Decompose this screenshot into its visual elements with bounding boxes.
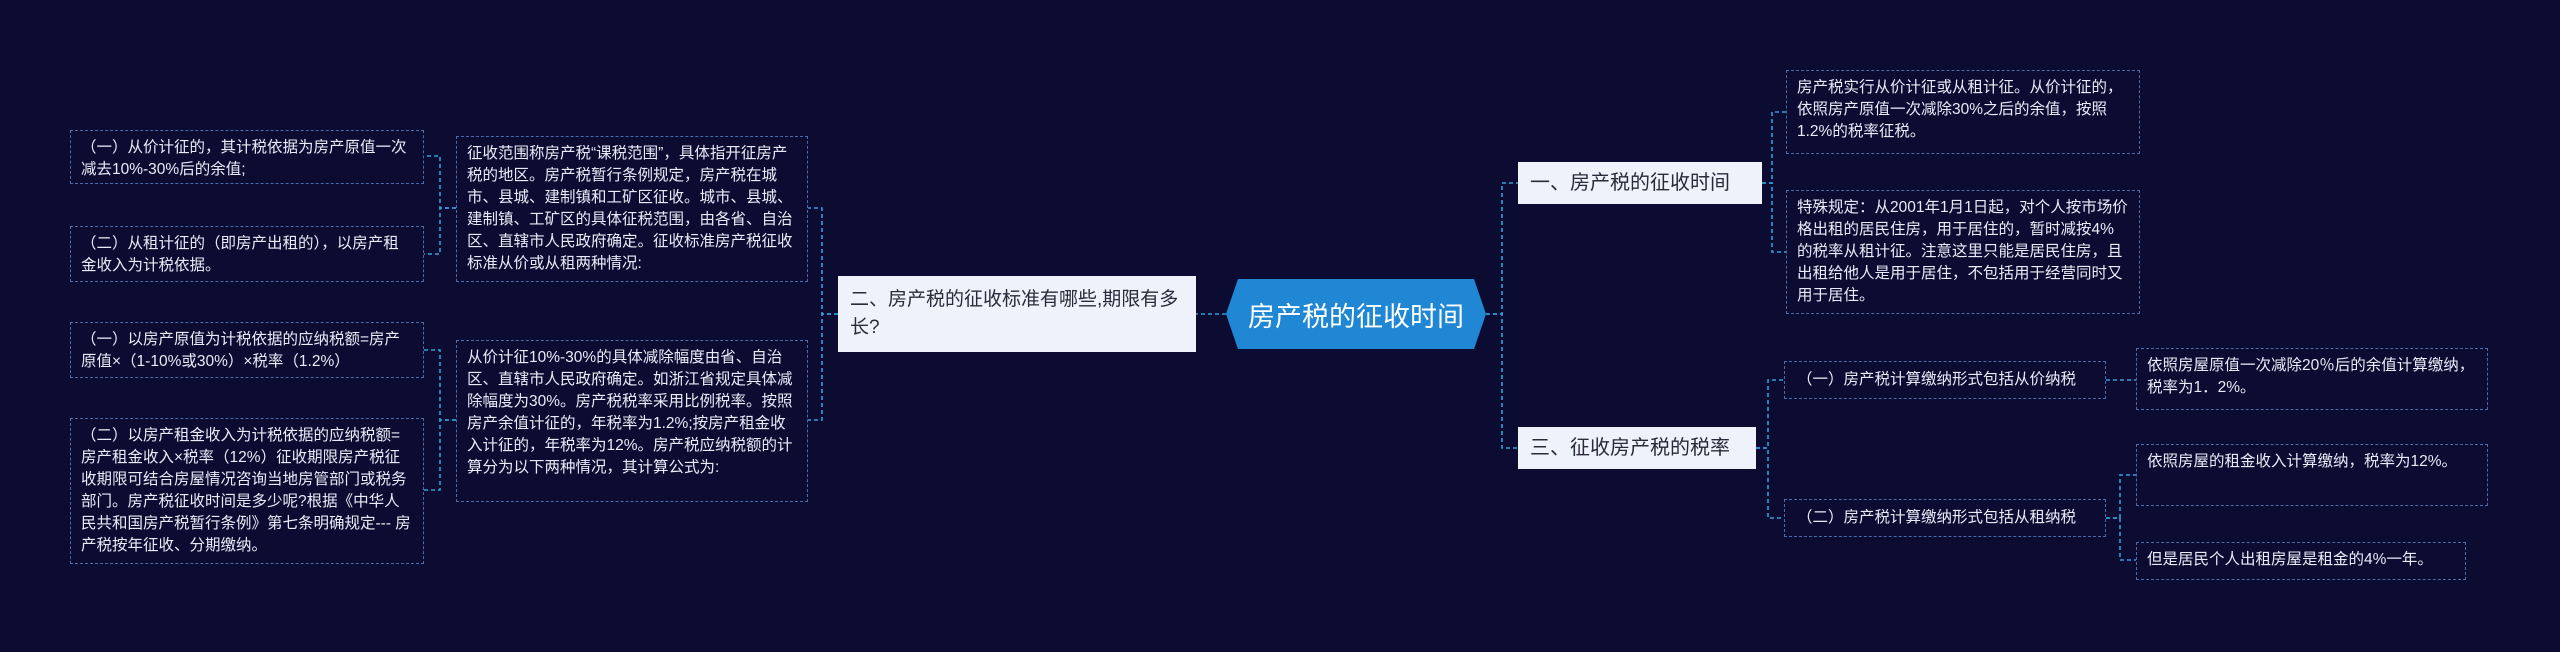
link-mid1-outer1 <box>424 155 456 209</box>
leaf-individual-rent-text: 但是居民个人出租房屋是租金的4%一年。 <box>2147 551 2433 568</box>
root-topic[interactable]: 房产税的征收时间 <box>1226 279 1486 349</box>
outer-node-value-formula-text: （一）以房产原值为计税依据的应纳税额=房产原值×（1-10%或30%）×税率（1… <box>81 331 401 370</box>
leaf-valuation-method-text: 房产税实行从价计征或从租计征。从价计征的，依照房产原值一次减除30%之后的余值，… <box>1797 79 2123 140</box>
leaf-rent-rate[interactable]: 依照房屋的租金收入计算缴纳，税率为12%。 <box>2136 444 2488 506</box>
leaf-rent-rate-text: 依照房屋的租金收入计算缴纳，税率为12%。 <box>2147 453 2458 470</box>
outer-node-ad-valorem-text: （一）从价计征的，其计税依据为房产原值一次减去10%-30%后的余值; <box>81 139 407 178</box>
outer-node-rent-basis-text: （二）从租计征的（即房产出租的），以房产租金收入为计税依据。 <box>81 235 399 274</box>
branch-collection-time[interactable]: 一、房产税的征收时间 <box>1518 162 1762 204</box>
sub-node-rent[interactable]: （二）房产税计算缴纳形式包括从租纳税 <box>1784 499 2106 537</box>
mid-node-rate-text: 从价计征10%-30%的具体减除幅度由省、自治区、直辖市人民政府确定。如浙江省规… <box>467 349 793 476</box>
link-left-mid2 <box>808 313 838 421</box>
link-root-branch2 <box>1486 313 1518 449</box>
sub-node-ad-valorem-text: （一）房产税计算缴纳形式包括从价纳税 <box>1797 371 2077 388</box>
outer-node-value-formula[interactable]: （一）以房产原值为计税依据的应纳税额=房产原值×（1-10%或30%）×税率（1… <box>70 322 424 378</box>
link-mid1-outer2 <box>424 207 456 255</box>
link-mid2-outer4 <box>424 419 456 491</box>
leaf-special-provision[interactable]: 特殊规定：从2001年1月1日起，对个人按市场价格出租的居民住房，用于居住的，暂… <box>1786 190 2140 314</box>
mid-node-scope-text: 征收范围称房产税“课税范围”，具体指开征房产税的地区。房产税暂行条例规定，房产税… <box>467 145 793 272</box>
link-root-branch1 <box>1486 182 1518 315</box>
outer-node-rent-formula-text: （二）以房产租金收入为计税依据的应纳税额=房产租金收入×税率（12%）征收期限房… <box>81 427 411 554</box>
mid-node-rate[interactable]: 从价计征10%-30%的具体减除幅度由省、自治区、直辖市人民政府确定。如浙江省规… <box>456 340 808 502</box>
link-sub2-leaf1 <box>2106 474 2136 519</box>
branch-collection-standard-label: 二、房产税的征收标准有哪些,期限有多长? <box>850 289 1179 338</box>
leaf-original-value-rate[interactable]: 依照房屋原值一次减除20％后的余值计算缴纳，税率为1．2%。 <box>2136 348 2488 410</box>
link-branch2-sub1 <box>1756 379 1784 449</box>
sub-node-ad-valorem[interactable]: （一）房产税计算缴纳形式包括从价纳税 <box>1784 361 2106 399</box>
leaf-valuation-method[interactable]: 房产税实行从价计征或从租计征。从价计征的，依照房产原值一次减除30%之后的余值，… <box>1786 70 2140 154</box>
leaf-special-provision-text: 特殊规定：从2001年1月1日起，对个人按市场价格出租的居民住房，用于居住的，暂… <box>1797 199 2128 304</box>
link-mid2-outer3 <box>424 349 456 421</box>
leaf-individual-rent[interactable]: 但是居民个人出租房屋是租金的4%一年。 <box>2136 542 2466 580</box>
mid-node-scope[interactable]: 征收范围称房产税“课税范围”，具体指开征房产税的地区。房产税暂行条例规定，房产税… <box>456 136 808 282</box>
link-branch1-leaf1 <box>1762 111 1786 184</box>
root-topic-label: 房产税的征收时间 <box>1248 301 1464 332</box>
outer-node-ad-valorem[interactable]: （一）从价计征的，其计税依据为房产原值一次减去10%-30%后的余值; <box>70 130 424 184</box>
branch-tax-rate[interactable]: 三、征收房产税的税率 <box>1518 427 1756 469</box>
link-branch1-leaf2 <box>1762 182 1786 253</box>
link-sub2-leaf2 <box>2106 517 2136 561</box>
branch-tax-rate-label: 三、征收房产税的税率 <box>1530 437 1730 459</box>
branch-collection-time-label: 一、房产税的征收时间 <box>1530 172 1730 194</box>
link-branch2-sub2 <box>1756 447 1784 519</box>
sub-node-rent-text: （二）房产税计算缴纳形式包括从租纳税 <box>1797 509 2077 526</box>
outer-node-rent-basis[interactable]: （二）从租计征的（即房产出租的），以房产租金收入为计税依据。 <box>70 226 424 282</box>
branch-collection-standard[interactable]: 二、房产税的征收标准有哪些,期限有多长? <box>838 276 1196 352</box>
outer-node-rent-formula[interactable]: （二）以房产租金收入为计税依据的应纳税额=房产租金收入×税率（12%）征收期限房… <box>70 418 424 564</box>
leaf-original-value-rate-text: 依照房屋原值一次减除20％后的余值计算缴纳，税率为1．2%。 <box>2147 357 2475 396</box>
link-left-mid1 <box>808 207 838 315</box>
